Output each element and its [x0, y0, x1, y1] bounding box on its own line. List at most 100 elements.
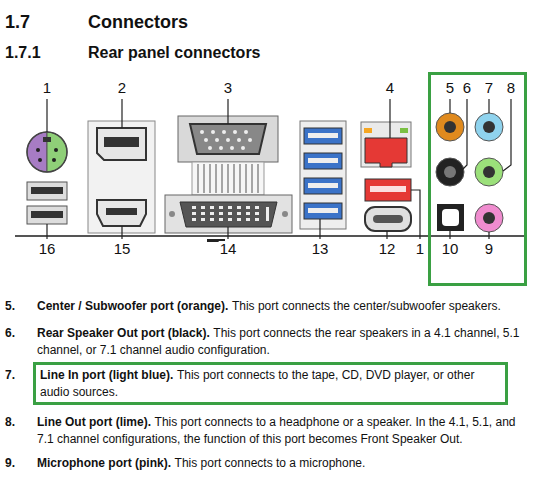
- heatsink-fins: [234, 164, 235, 193]
- audio-jacks: [483, 212, 495, 224]
- leader-lines: [503, 99, 511, 171]
- dvi-port: [255, 212, 259, 215]
- dvi-port: [192, 212, 196, 215]
- dvi-port: [201, 206, 205, 209]
- ps2-port: [36, 148, 40, 152]
- vga-port: [200, 130, 204, 134]
- heatsink-fins: [228, 164, 229, 193]
- leader-lines: [449, 99, 450, 113]
- callout-number: 16: [38, 241, 57, 257]
- callout-number: 12: [378, 241, 397, 257]
- lan-port: [364, 128, 372, 133]
- displayport-and-hdmi: [88, 121, 155, 233]
- usb3-ports: [308, 133, 338, 138]
- vga-port: [248, 138, 252, 142]
- dvi-port: [219, 206, 223, 209]
- callout-number: 9: [484, 241, 494, 257]
- list-item: 8.Line Out port (lime).This port connect…: [37, 414, 532, 448]
- port-name: Center / Subwoofer port (orange).: [37, 299, 228, 313]
- usb2-ports: [31, 211, 63, 218]
- callout-number: 8: [506, 80, 516, 96]
- lan-port: [361, 122, 411, 167]
- heatsink-fins: [216, 164, 217, 193]
- usb3-ports: [300, 121, 346, 229]
- leader-lines: [449, 231, 450, 239]
- vga-port: [204, 138, 208, 142]
- usb3-ports: [308, 158, 338, 163]
- lan-port: [361, 122, 411, 167]
- heatsink-fins: [210, 164, 211, 193]
- usb-c-port: [365, 207, 411, 231]
- board-edge: [15, 235, 428, 237]
- audio-jacks: [475, 204, 503, 232]
- ps2-port: [38, 158, 42, 162]
- usb3-ports: [304, 128, 342, 144]
- item-number: 5.: [5, 298, 15, 315]
- vga-port: [215, 138, 219, 142]
- heatsink-fins: [198, 164, 199, 193]
- leader-lines: [488, 232, 489, 239]
- heatsink-fins: [192, 162, 264, 195]
- audio-jacks: [436, 158, 464, 186]
- heatsink-fins: [192, 162, 264, 195]
- item-number: 7.: [5, 367, 15, 384]
- leader-lines: [121, 99, 122, 128]
- usb-red-port: [365, 179, 411, 201]
- usb2-ports: [27, 182, 67, 224]
- leader-lines: [227, 99, 228, 124]
- callout-number: 4: [385, 80, 395, 96]
- port-name: Line Out port (lime).: [37, 415, 151, 429]
- vga-port: [237, 138, 241, 142]
- leader-lines: [46, 224, 47, 239]
- vga-port: [241, 146, 245, 150]
- audio-highlight-box: 5678109: [428, 72, 527, 286]
- vga-port: [222, 130, 226, 134]
- dvi-port: [192, 206, 269, 221]
- section-heading: 1.7: [5, 12, 30, 33]
- ps2-port: [54, 148, 58, 152]
- section-heading: Rear panel connectors: [88, 44, 261, 62]
- vga-port: [230, 146, 234, 150]
- list-item: 9.Microphone port (pink).This port conne…: [37, 455, 532, 472]
- usb2-ports: [27, 182, 67, 200]
- usb-c-port: [373, 215, 403, 223]
- leader-lines: [389, 99, 390, 138]
- dvi-port: [201, 218, 205, 221]
- heatsink-fins: [252, 164, 253, 193]
- vga-port: [211, 130, 215, 134]
- audio-jacks: [437, 204, 464, 231]
- lan-port: [400, 128, 408, 133]
- dvi-port: [192, 206, 196, 209]
- usb3-ports: [304, 153, 342, 169]
- item-number: 9.: [5, 455, 15, 472]
- leader-lines: [386, 231, 387, 239]
- audio-jacks: [483, 121, 495, 133]
- dvi-port: [246, 206, 250, 209]
- usb3-ports: [300, 121, 346, 229]
- dvi-port: [255, 218, 259, 221]
- dvi-port: [246, 218, 250, 221]
- dvi-port: [255, 206, 259, 209]
- usb2-ports: [27, 206, 67, 224]
- vga-port: [200, 130, 252, 150]
- list-item: 5.Center / Subwoofer port (orange).This …: [37, 298, 532, 315]
- dvi-port: [210, 218, 214, 221]
- dvi-port: [219, 212, 223, 215]
- usb3-ports: [308, 183, 338, 188]
- ps2-port: [52, 158, 56, 162]
- callout-number: 14: [219, 241, 238, 257]
- callout-number: 1: [42, 80, 52, 96]
- item-number: 8.: [5, 414, 15, 431]
- heatsink-fins: [246, 164, 247, 193]
- port-name: Rear Speaker Out port (black).: [37, 326, 210, 340]
- audio-jacks: [475, 158, 503, 186]
- leader-lines: [463, 99, 467, 169]
- usb2-ports: [31, 187, 63, 194]
- ps2-port: [43, 137, 51, 142]
- audio-jacks: [444, 121, 456, 133]
- leader-lines: [47, 99, 511, 239]
- heatsink-fins: [204, 164, 205, 193]
- callout-number: 5: [445, 80, 455, 96]
- port-description: This port connects to a microphone.: [175, 456, 366, 470]
